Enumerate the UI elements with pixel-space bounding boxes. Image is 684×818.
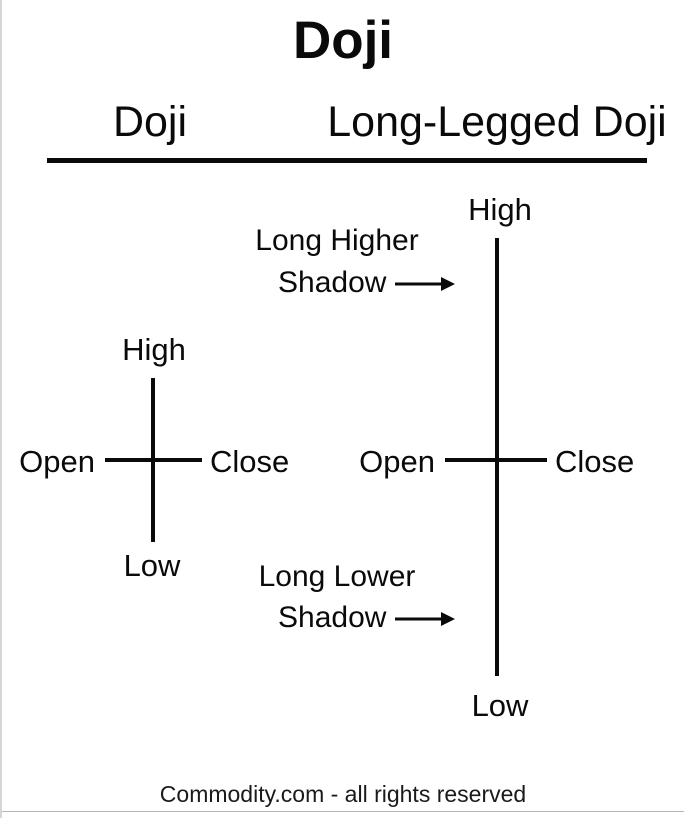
left-close-label: Close — [210, 444, 290, 479]
right-low-label: Low — [471, 688, 529, 723]
arrow-right-icon — [395, 266, 456, 300]
long-higher-shadow-label-line2-row: Shadow — [278, 266, 456, 300]
column-header-long-legged-doji: Long-Legged Doji — [327, 98, 667, 146]
column-header-doji: Doji — [112, 98, 188, 146]
left-open-label: Open — [19, 444, 95, 479]
long-lower-shadow-label-line2-row: Shadow — [278, 601, 456, 635]
right-candle-open-close-line — [445, 458, 547, 462]
right-candle-wick — [495, 238, 499, 676]
right-high-label: High — [468, 192, 532, 227]
right-close-label: Close — [555, 444, 635, 479]
bottom-border-line — [2, 811, 684, 812]
left-high-label: High — [122, 332, 186, 367]
right-open-label: Open — [359, 444, 435, 479]
arrow-right-icon — [395, 601, 456, 635]
page-title: Doji — [292, 11, 394, 70]
long-lower-shadow-label-line2: Shadow — [278, 601, 387, 634]
long-higher-shadow-label-line1: Long Higher — [255, 224, 419, 257]
long-lower-shadow-label-line1: Long Lower — [258, 560, 416, 593]
left-low-label: Low — [123, 548, 181, 583]
header-divider — [47, 158, 647, 163]
footer-copyright: Commodity.com - all rights reserved — [159, 781, 527, 807]
long-higher-shadow-label-line2: Shadow — [278, 266, 387, 299]
left-candle-open-close-line — [105, 458, 202, 462]
